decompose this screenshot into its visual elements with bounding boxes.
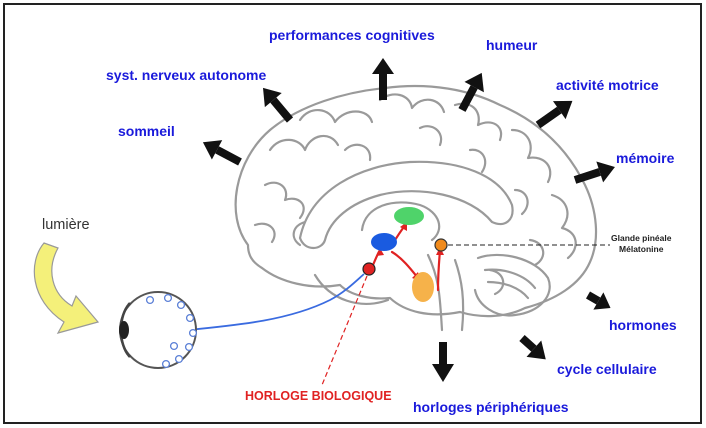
arrow-sleep: [198, 133, 245, 172]
nucleus-blue: [371, 233, 397, 251]
label-motor: activité motrice: [556, 78, 659, 92]
arrow-cell-cycle: [515, 330, 554, 368]
clock-leader: [322, 276, 367, 385]
label-pineal-line1: Glande pinéale: [611, 233, 671, 244]
label-light: lumière: [42, 218, 90, 233]
label-sleep: sommeil: [118, 124, 175, 138]
arrow-peripheral: [432, 342, 454, 382]
pineal-gland: [435, 239, 447, 251]
label-autonomic: syst. nerveux autonome: [106, 68, 266, 82]
eyeball: [119, 292, 196, 368]
label-pineal-line2: Mélatonine: [611, 244, 671, 255]
label-cognitive: performances cognitives: [269, 28, 435, 42]
label-hormones: hormones: [609, 318, 677, 332]
light-arrow: [34, 243, 98, 333]
label-mood: humeur: [486, 38, 537, 52]
label-pineal-gland: Glande pinéale Mélatonine: [611, 233, 671, 254]
nucleus-orange: [412, 272, 434, 302]
label-memory: mémoire: [616, 151, 674, 165]
arrow-hormones: [583, 286, 616, 316]
label-peripheral-clocks: horloges périphériques: [413, 400, 569, 414]
label-cell-cycle: cycle cellulaire: [557, 362, 657, 376]
nucleus-green: [394, 207, 424, 225]
arrow-autonomic: [255, 81, 299, 127]
optic-nerve: [188, 274, 364, 330]
biological-clock-dot: [363, 263, 375, 275]
label-biological-clock: HORLOGE BIOLOGIQUE: [245, 390, 392, 403]
